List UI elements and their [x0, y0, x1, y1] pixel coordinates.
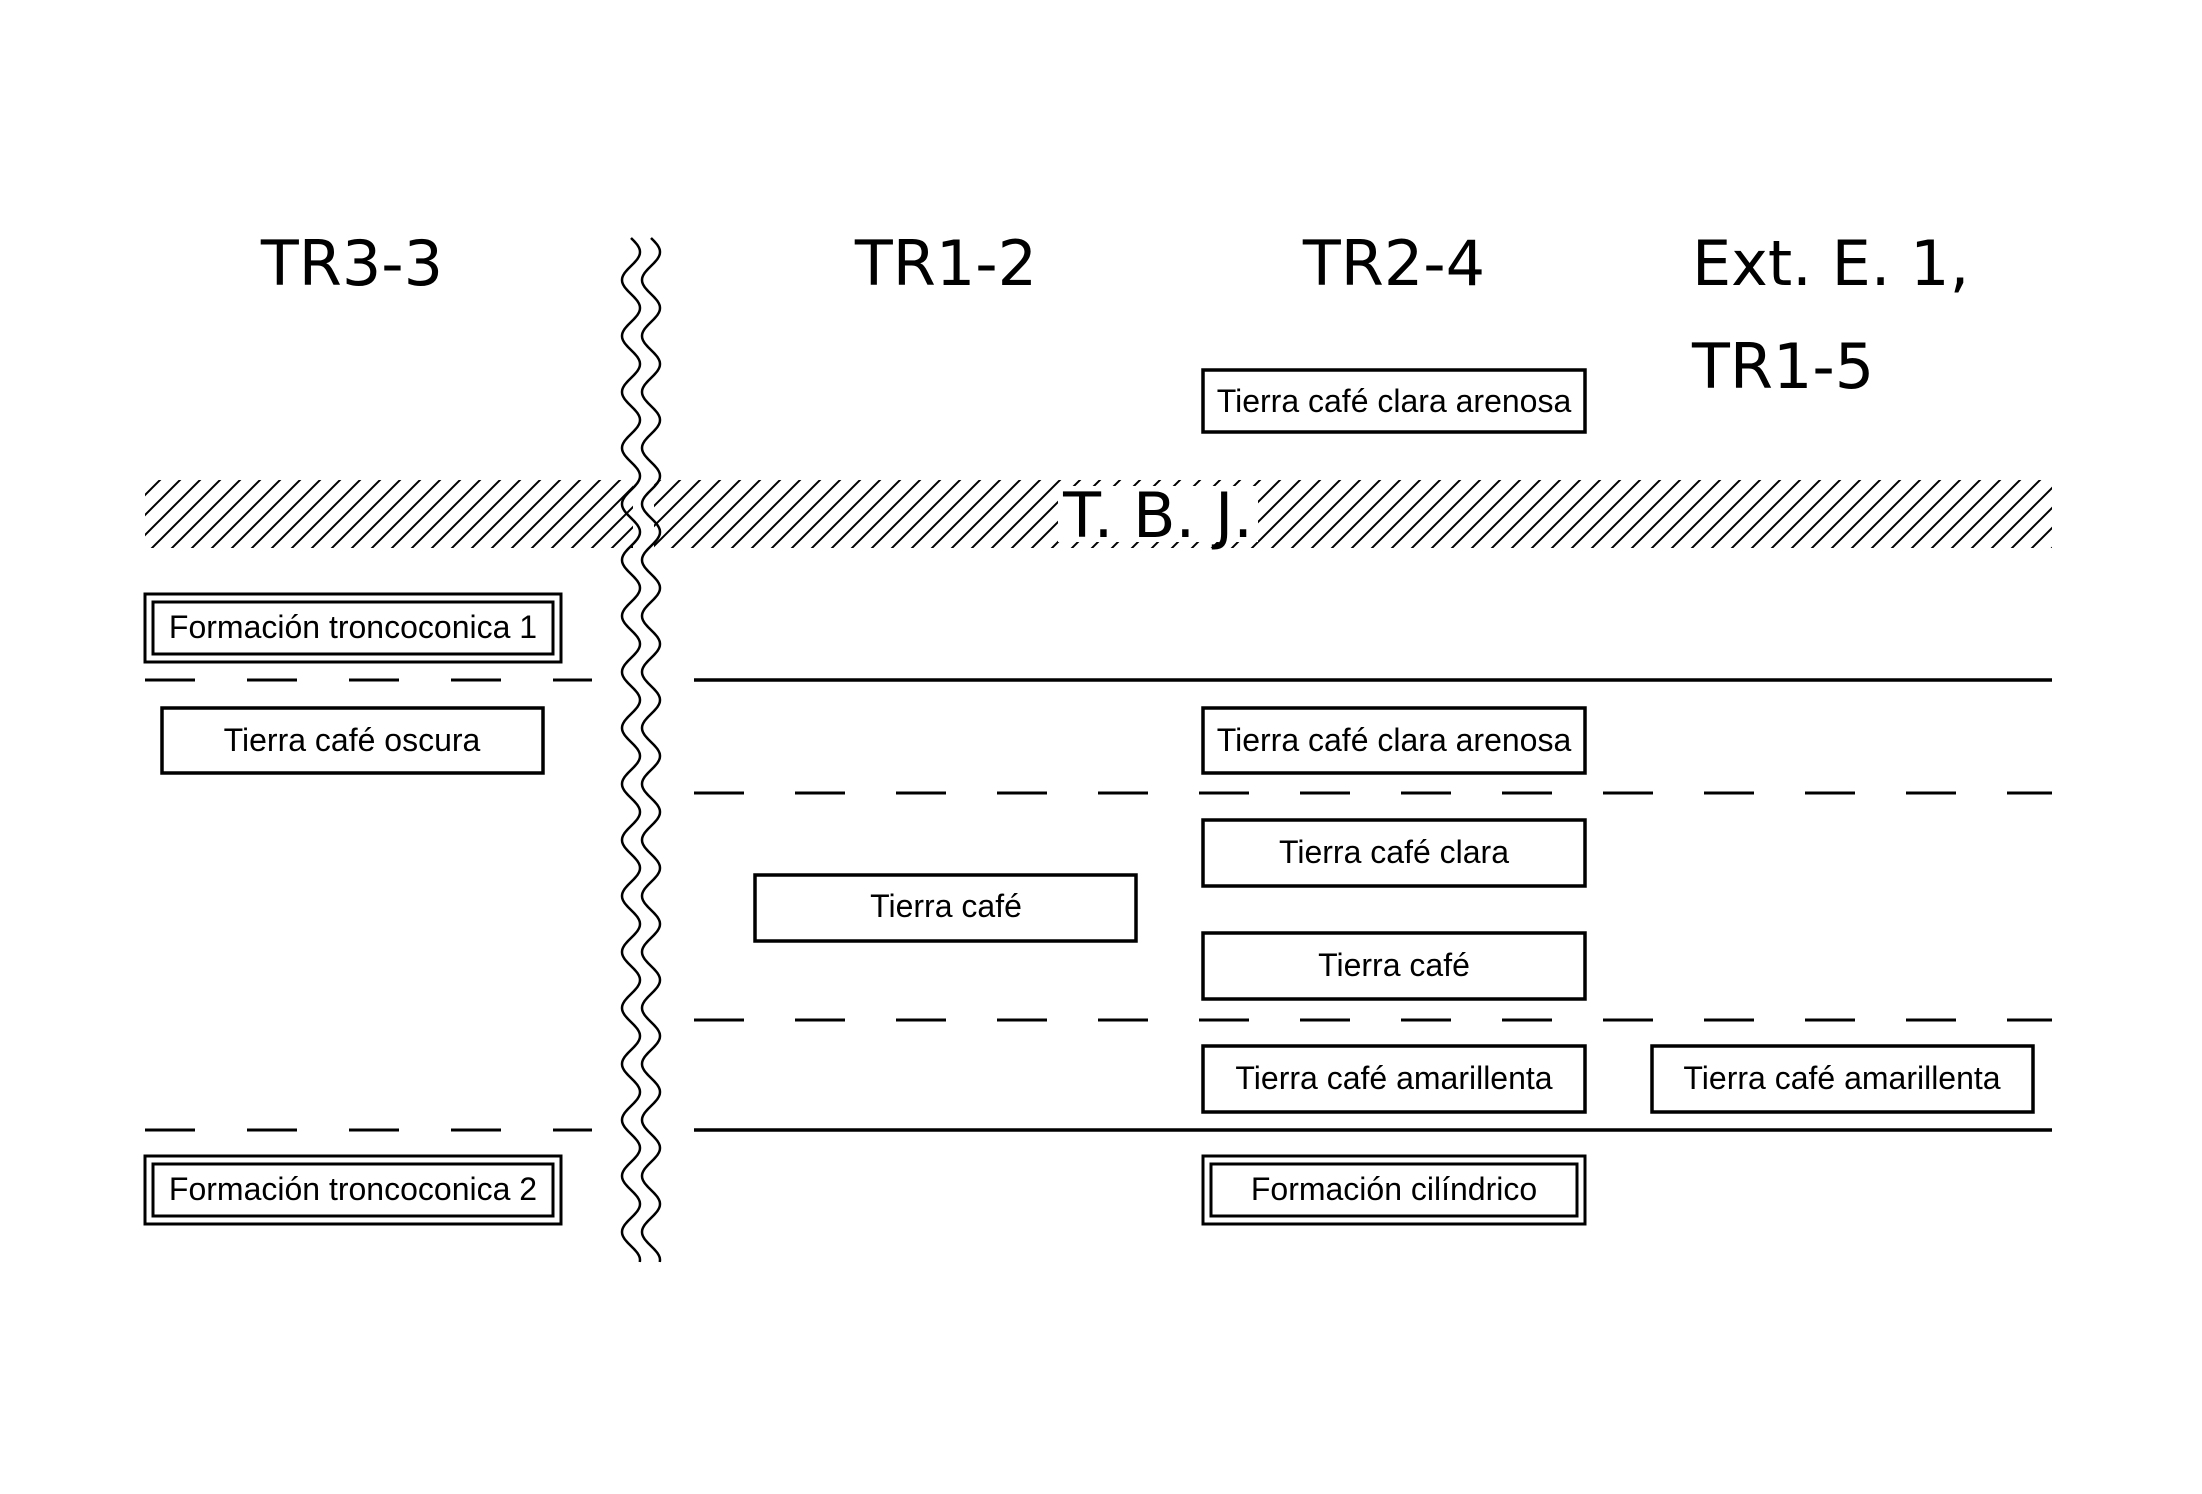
layer-box-tierra-cafe-tr1-2: Tierra café [753, 873, 1138, 943]
layer-box-tierra-cafe-amarillenta-ext: Tierra café amarillenta [1650, 1044, 2035, 1114]
column-header-tr1-2: TR1-2 [854, 227, 1037, 300]
column-header-ext-e1: Ext. E. 1, [1692, 227, 1969, 300]
svg-text:Tierra café oscura: Tierra café oscura [224, 722, 481, 758]
feature-box-formacion-cilindrico: Formación cilíndrico [1201, 1154, 1587, 1226]
layer-box-tierra-cafe-clara: Tierra café clara [1201, 818, 1587, 888]
tbj-hatch-band-right [654, 480, 2052, 548]
layer-box-tierra-cafe-clara-arenosa: Tierra café clara arenosa [1201, 706, 1587, 775]
svg-text:Tierra café: Tierra café [870, 888, 1022, 924]
feature-box-formacion-troncoconica-2: Formación troncoconica 2 [143, 1154, 563, 1226]
svg-text:Tierra café clara arenosa: Tierra café clara arenosa [1217, 383, 1572, 419]
tbj-label: T. B. J. [1062, 479, 1253, 552]
svg-text:Formación cilíndrico: Formación cilíndrico [1251, 1171, 1537, 1207]
tbj-hatch-band-left [145, 480, 633, 548]
layer-box-tierra-cafe-clara-arenosa-top: Tierra café clara arenosa [1201, 368, 1587, 434]
svg-text:Formación troncoconica 1: Formación troncoconica 1 [169, 609, 537, 645]
column-header-tr2-4: TR2-4 [1302, 227, 1485, 300]
svg-text:Tierra café: Tierra café [1318, 947, 1470, 983]
svg-text:Tierra café clara arenosa: Tierra café clara arenosa [1217, 722, 1572, 758]
wavy-break-line-right [640, 237, 662, 1263]
layer-box-tierra-cafe-tr2-4: Tierra café [1201, 931, 1587, 1001]
layer-box-tierra-cafe-oscura: Tierra café oscura [160, 706, 545, 775]
svg-text:Tierra café amarillenta: Tierra café amarillenta [1683, 1060, 2000, 1096]
wavy-break-line-left [620, 237, 642, 1263]
column-header-tr3-3: TR3-3 [260, 227, 443, 300]
layer-box-tierra-cafe-amarillenta-tr2-4: Tierra café amarillenta [1201, 1044, 1587, 1114]
tbj-label-background [1058, 486, 1258, 542]
column-header-tr1-5: TR1-5 [1691, 330, 1874, 403]
svg-text:Formación troncoconica 2: Formación troncoconica 2 [169, 1171, 537, 1207]
svg-text:Tierra café amarillenta: Tierra café amarillenta [1235, 1060, 1552, 1096]
svg-text:Tierra café clara: Tierra café clara [1279, 834, 1509, 870]
feature-box-formacion-troncoconica-1: Formación troncoconica 1 [143, 592, 563, 664]
